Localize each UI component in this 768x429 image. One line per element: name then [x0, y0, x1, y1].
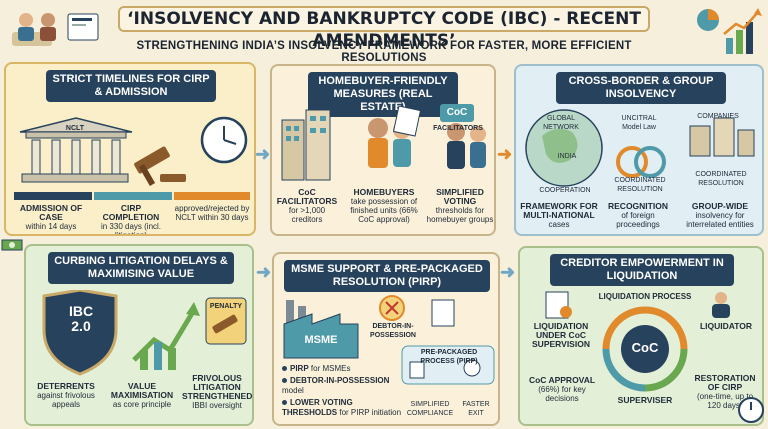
flow-arrow: ➜: [497, 144, 513, 164]
msme-bullet-voting: LOWER VOTING THRESHOLDS for PIRP initiat…: [282, 398, 402, 417]
cooperation-label: COOPERATION: [539, 187, 591, 194]
panel-crossborder: CROSS-BORDER & GROUP INSOLVENCY GLOBAL N…: [514, 64, 764, 236]
panel-timelines: STRICT TIMELINES FOR CIRP & ADMISSION NC…: [4, 62, 256, 236]
panel-title: MSME SUPPORT & PRE-PACKAGED RESOLUTION (…: [284, 260, 490, 292]
court-building-icon: [19, 116, 248, 186]
faster-exit-label: FASTER EXIT: [462, 401, 490, 417]
debtor-in-possession-label: DEBTOR-IN-POSSESSION: [370, 323, 416, 339]
pre-packaged-label: PRE-PACKAGED PROCESS (PIRP): [420, 349, 478, 365]
flow-arrow: ➜: [256, 262, 272, 282]
msme-bullet-dip: DEBTOR-IN-POSSESSION model: [282, 376, 390, 395]
crossborder-item-framework: FRAMEWORK FOR MULTI-NATIONAL cases: [520, 201, 598, 230]
uncitral-label: UNCITRAL Model Law: [621, 115, 657, 131]
panel-title: CROSS-BORDER & GROUP INSOLVENCY: [556, 72, 726, 104]
msme-bullet-pirp: PIRP for MSMEs: [282, 364, 402, 374]
coc-badge: CoC: [440, 104, 474, 122]
coc-center-label: CoC: [631, 340, 659, 355]
msme-factory-label: MSME: [304, 334, 338, 346]
panel-title: CURBING LITIGATION DELAYS & MAXIMISING V…: [48, 252, 234, 284]
creditor-item-restoration: RESTORATION OF CIRP(one-time, up to 120 …: [694, 373, 756, 411]
growth-chart-icon: [697, 8, 762, 54]
shield-icon: [42, 290, 247, 376]
panel-creditor: CREDITOR EMPOWERMENT IN LIQUIDATION LIQU…: [518, 246, 764, 426]
panel-title: HOMEBUYER-FRIENDLY MEASURES (REAL ESTATE…: [308, 72, 458, 117]
penalty-label: PENALTY: [209, 303, 243, 310]
liquidation-process-label: LIQUIDATION PROCESS: [598, 292, 692, 301]
flow-arrow: ➜: [500, 262, 516, 282]
flow-arrow: ➜: [255, 144, 271, 164]
coordinated-resolution-label-2: COORDINATED RESOLUTION: [695, 171, 747, 187]
global-network-label: GLOBAL NETWORK: [543, 115, 579, 131]
creditor-item-supervision: LIQUIDATION UNDER CoC SUPERVISION: [532, 321, 590, 349]
page-subtitle: STRENGTHENING INDIA’S INSOLVENCY FRAMEWO…: [136, 40, 632, 64]
factory-icon: [283, 295, 495, 385]
creditor-item-superviser: SUPERVISER: [617, 395, 673, 405]
clock-icon: [738, 397, 764, 423]
panel-homebuyer: HOMEBUYER-FRIENDLY MEASURES (REAL ESTATE…: [270, 64, 496, 236]
globe-network-icon: [525, 109, 755, 187]
people-icon: [12, 13, 99, 46]
panel-litigation: CURBING LITIGATION DELAYS & MAXIMISING V…: [24, 244, 254, 426]
facilitators-label: FACILITATORS: [433, 125, 483, 132]
creditor-item-liquidator: LIQUIDATOR: [699, 321, 753, 331]
header: ‘INSOLVENCY AND BANKRUPTCY CODE (IBC) - …: [0, 0, 768, 64]
panel-title: STRICT TIMELINES FOR CIRP & ADMISSION: [46, 70, 216, 102]
nclt-sign: NCLT: [65, 125, 85, 132]
companies-label: COMPANIES: [697, 113, 739, 120]
panel-msme: MSME SUPPORT & PRE-PACKAGED RESOLUTION (…: [272, 252, 500, 426]
money-hand-icon: [1, 239, 23, 251]
page-title: ‘INSOLVENCY AND BANKRUPTCY CODE (IBC) - …: [118, 6, 650, 51]
document-icon: [545, 291, 572, 319]
person-icon: [712, 292, 730, 318]
timeline-bar: [14, 192, 250, 200]
cycle-icon: [602, 306, 688, 392]
simplified-compliance-label: SIMPLIFIED COMPLIANCE: [406, 401, 454, 417]
creditor-item-approval: CoC APPROVAL (66%) for key decisions: [528, 375, 596, 404]
coordinated-resolution-label: COORDINATED RESOLUTION: [614, 177, 666, 193]
panel-title: CREDITOR EMPOWERMENT IN LIQUIDATION: [550, 254, 734, 286]
housing-icon: [281, 106, 486, 181]
timeline-item-approval: approved/rejected by NCLT within 30 days: [174, 204, 250, 222]
india-label: INDIA: [557, 153, 577, 160]
